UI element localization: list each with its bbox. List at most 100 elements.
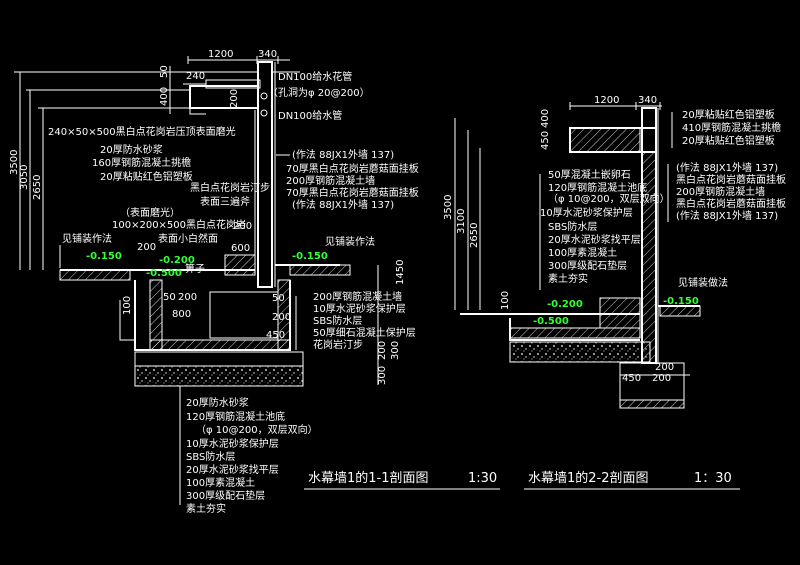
note2-right-5: 200厚钢筋混凝土墙 bbox=[676, 185, 765, 198]
note-bottom-8: 素土夯实 bbox=[186, 502, 226, 515]
level-neg-0200: -0.200 bbox=[159, 255, 195, 266]
note2-inside-7: 300厚级配石垫层 bbox=[548, 259, 627, 272]
dim-1450: 1450 bbox=[395, 260, 406, 285]
note-right-2: 200厚钢筋混凝土墙 bbox=[286, 174, 375, 187]
dim-300a: 300 bbox=[390, 341, 401, 360]
dim-200d: 200 bbox=[272, 312, 291, 323]
note-right-0: (作法 88JX1外墙 137) bbox=[292, 148, 394, 161]
note-bottom-3: 10厚水泥砂浆保护层 bbox=[186, 437, 279, 450]
note-left-1: 20厚防水砂浆 bbox=[100, 143, 163, 156]
note-left-3: 20厚粘贴红色铝塑板 bbox=[100, 170, 193, 183]
note2-right-8: 见铺装做法 bbox=[678, 276, 728, 289]
dim-800: 800 bbox=[172, 309, 191, 320]
dim2-3100: 3100 bbox=[456, 209, 467, 234]
section-2-title: 水幕墙1的2-2剖面图 bbox=[528, 470, 649, 486]
dim-50c: 50 bbox=[272, 293, 285, 304]
dim2-200a: 200 bbox=[655, 362, 674, 373]
dim2-2650: 2650 bbox=[469, 223, 480, 248]
dim2-100: 100 bbox=[500, 291, 511, 310]
dim2-top-1200: 1200 bbox=[594, 95, 619, 106]
note2-inside-2: （φ 10@200，双层双向） bbox=[548, 192, 670, 205]
note2-inside-6: 100厚素混凝土 bbox=[548, 246, 617, 259]
note-bottom-7: 300厚级配石垫层 bbox=[186, 489, 265, 502]
note-mid-0: 200厚钢筋混凝土墙 bbox=[313, 290, 402, 303]
dim2-3500: 3500 bbox=[443, 195, 454, 220]
note2-right-2: 20厚粘贴红色铝塑板 bbox=[682, 134, 775, 147]
dim2-400: 400 bbox=[540, 109, 551, 128]
note-mid-1: 10厚水泥砂浆保护层 bbox=[313, 302, 406, 315]
level-neg-0150-right: -0.150 bbox=[292, 251, 328, 262]
level2-neg-0200: -0.200 bbox=[547, 299, 583, 310]
dim2-450b: 450 bbox=[622, 373, 641, 384]
note2-inside-8: 素土夯实 bbox=[548, 272, 588, 285]
dim2-450: 450 bbox=[540, 131, 551, 150]
note-mid-4: 花岗岩汀步 bbox=[313, 338, 363, 351]
section-2-2: 1200 340 3500 3100 2650 450 400 100 450 … bbox=[443, 95, 786, 490]
dim-3050: 3050 bbox=[19, 165, 30, 190]
note2-inside-1: 120厚钢筋混凝土池底 bbox=[548, 181, 647, 194]
note2-right-3: (作法 88JX1外墙 137) bbox=[676, 161, 778, 174]
dim-200e: 200 bbox=[377, 341, 388, 360]
dim-top-1200: 1200 bbox=[208, 49, 233, 60]
note-left-7: 100×200×500黑白点花岗岩 bbox=[112, 218, 246, 231]
note-mid-3: 50厚细石混凝土保护层 bbox=[313, 326, 416, 339]
note2-inside-0: 50厚混凝土嵌卵石 bbox=[548, 168, 631, 181]
dim-300b: 300 bbox=[377, 366, 388, 385]
dim-200b: 200 bbox=[233, 221, 252, 232]
dim-50b: 50 bbox=[163, 292, 176, 303]
dim-450a: 450 bbox=[266, 330, 285, 341]
note-right-1: 70厚黑白点花岗岩蘑菇面挂板 bbox=[286, 162, 419, 175]
note-pipe-3: DN100给水管 bbox=[278, 109, 342, 122]
dim-240: 240 bbox=[186, 71, 205, 82]
note2-right-6: 黑白点花岗岩蘑菇面挂板 bbox=[676, 197, 786, 210]
note2-right-7: (作法 88JX1外墙 137) bbox=[676, 209, 778, 222]
dim-100: 100 bbox=[122, 296, 133, 315]
note-pipe-1: DN100给水花管 bbox=[278, 70, 352, 83]
note2-right-1: 410厚钢筋混凝土挑檐 bbox=[682, 121, 781, 134]
note-left-9: 见铺装作法 bbox=[62, 232, 112, 245]
section-1-1: 1200 340 240 3500 3050 2650 400 50 200 bbox=[9, 49, 500, 515]
dim-600: 600 bbox=[231, 243, 250, 254]
dim-200f: 200 bbox=[137, 242, 156, 253]
note-bottom-0: 20厚防水砂浆 bbox=[186, 396, 249, 409]
level-neg-0150-left: -0.150 bbox=[86, 251, 122, 262]
dim-2650: 2650 bbox=[32, 175, 43, 200]
note-right-5: 见铺装作法 bbox=[325, 235, 375, 248]
level2-neg-0500: -0.500 bbox=[533, 316, 569, 327]
dim-3500: 3500 bbox=[9, 150, 20, 175]
dim2-top-340: 340 bbox=[638, 95, 657, 106]
note-left-5: 表面三遍斧 bbox=[200, 195, 250, 208]
note2-inside-5: 20厚水泥砂浆找平层 bbox=[548, 233, 641, 246]
note-bottom-4: SBS防水层 bbox=[186, 450, 235, 463]
note2-inside-3: 10厚水泥砂浆保护层 bbox=[540, 206, 633, 219]
dim-top-340: 340 bbox=[258, 49, 277, 60]
note-left-10: 箅子 bbox=[185, 262, 205, 275]
section-1-scale: 1:30 bbox=[468, 471, 497, 486]
note-left-2: 160厚钢筋混凝土挑檐 bbox=[92, 156, 191, 169]
dim2-200b: 200 bbox=[652, 373, 671, 384]
note-left-8: 表面小白然面 bbox=[158, 232, 218, 245]
note-bottom-5: 20厚水泥砂浆找平层 bbox=[186, 463, 279, 476]
section-1-title: 水幕墙1的1-1剖面图 bbox=[308, 470, 429, 486]
dim-400: 400 bbox=[159, 87, 170, 106]
dim-50a: 50 bbox=[159, 65, 170, 78]
dim-200a: 200 bbox=[229, 89, 240, 108]
note-right-4: (作法 88JX1外墙 137) bbox=[292, 198, 394, 211]
note-left-4: 黑白点花岗岩汀步 bbox=[190, 181, 270, 194]
note-bottom-6: 100厚素混凝土 bbox=[186, 476, 255, 489]
level-neg-0500: -0.500 bbox=[146, 268, 182, 279]
note-left-6: （表面磨光） bbox=[120, 206, 180, 219]
note2-right-4: 黑白点花岗岩蘑菇面挂板 bbox=[676, 173, 786, 186]
note-pipe-2: （孔洞为φ 20@200） bbox=[268, 87, 370, 99]
note-left-0: 240×50×500黑白点花岗岩压顶表面磨光 bbox=[48, 125, 236, 138]
dim-200c: 200 bbox=[178, 292, 197, 303]
level2-neg-0150: -0.150 bbox=[663, 296, 699, 307]
note-bottom-1: 120厚钢筋混凝土池底 bbox=[186, 410, 285, 423]
note-right-3: 70厚黑白点花岗岩蘑菇面挂板 bbox=[286, 186, 419, 199]
note-mid-2: SBS防水层 bbox=[313, 314, 362, 327]
note2-inside-4: SBS防水层 bbox=[548, 220, 597, 233]
section-2-scale: 1：30 bbox=[694, 471, 732, 486]
note2-right-0: 20厚粘贴红色铝塑板 bbox=[682, 108, 775, 121]
note-bottom-2: （φ 10@200，双层双向） bbox=[196, 423, 318, 436]
